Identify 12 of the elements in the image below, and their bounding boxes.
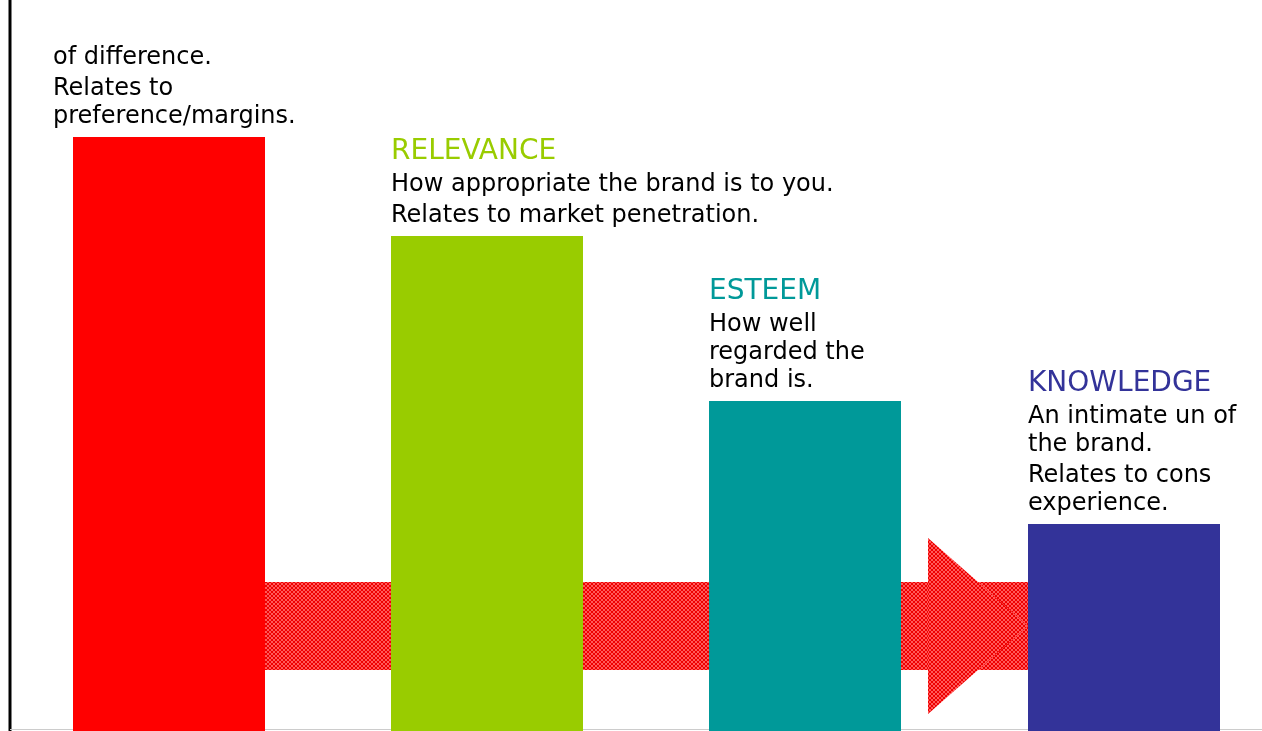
heading: ESTEEM <box>709 274 823 306</box>
heading: RELEVANCE <box>391 134 558 166</box>
description: Relates to market penetration. <box>391 200 761 228</box>
description: How appropriate the brand is to you. <box>391 169 835 197</box>
description: An intimate un of the brand. <box>1028 401 1238 457</box>
heading: KNOWLEDGE <box>1028 366 1213 398</box>
description: How well regarded the brand is. <box>709 309 866 393</box>
connector-band <box>265 582 391 670</box>
arrow <box>901 538 1028 714</box>
description: Relates to preference/margins. <box>53 73 297 129</box>
description: of difference. <box>53 42 213 70</box>
description: Relates to cons experience. <box>1028 460 1213 516</box>
